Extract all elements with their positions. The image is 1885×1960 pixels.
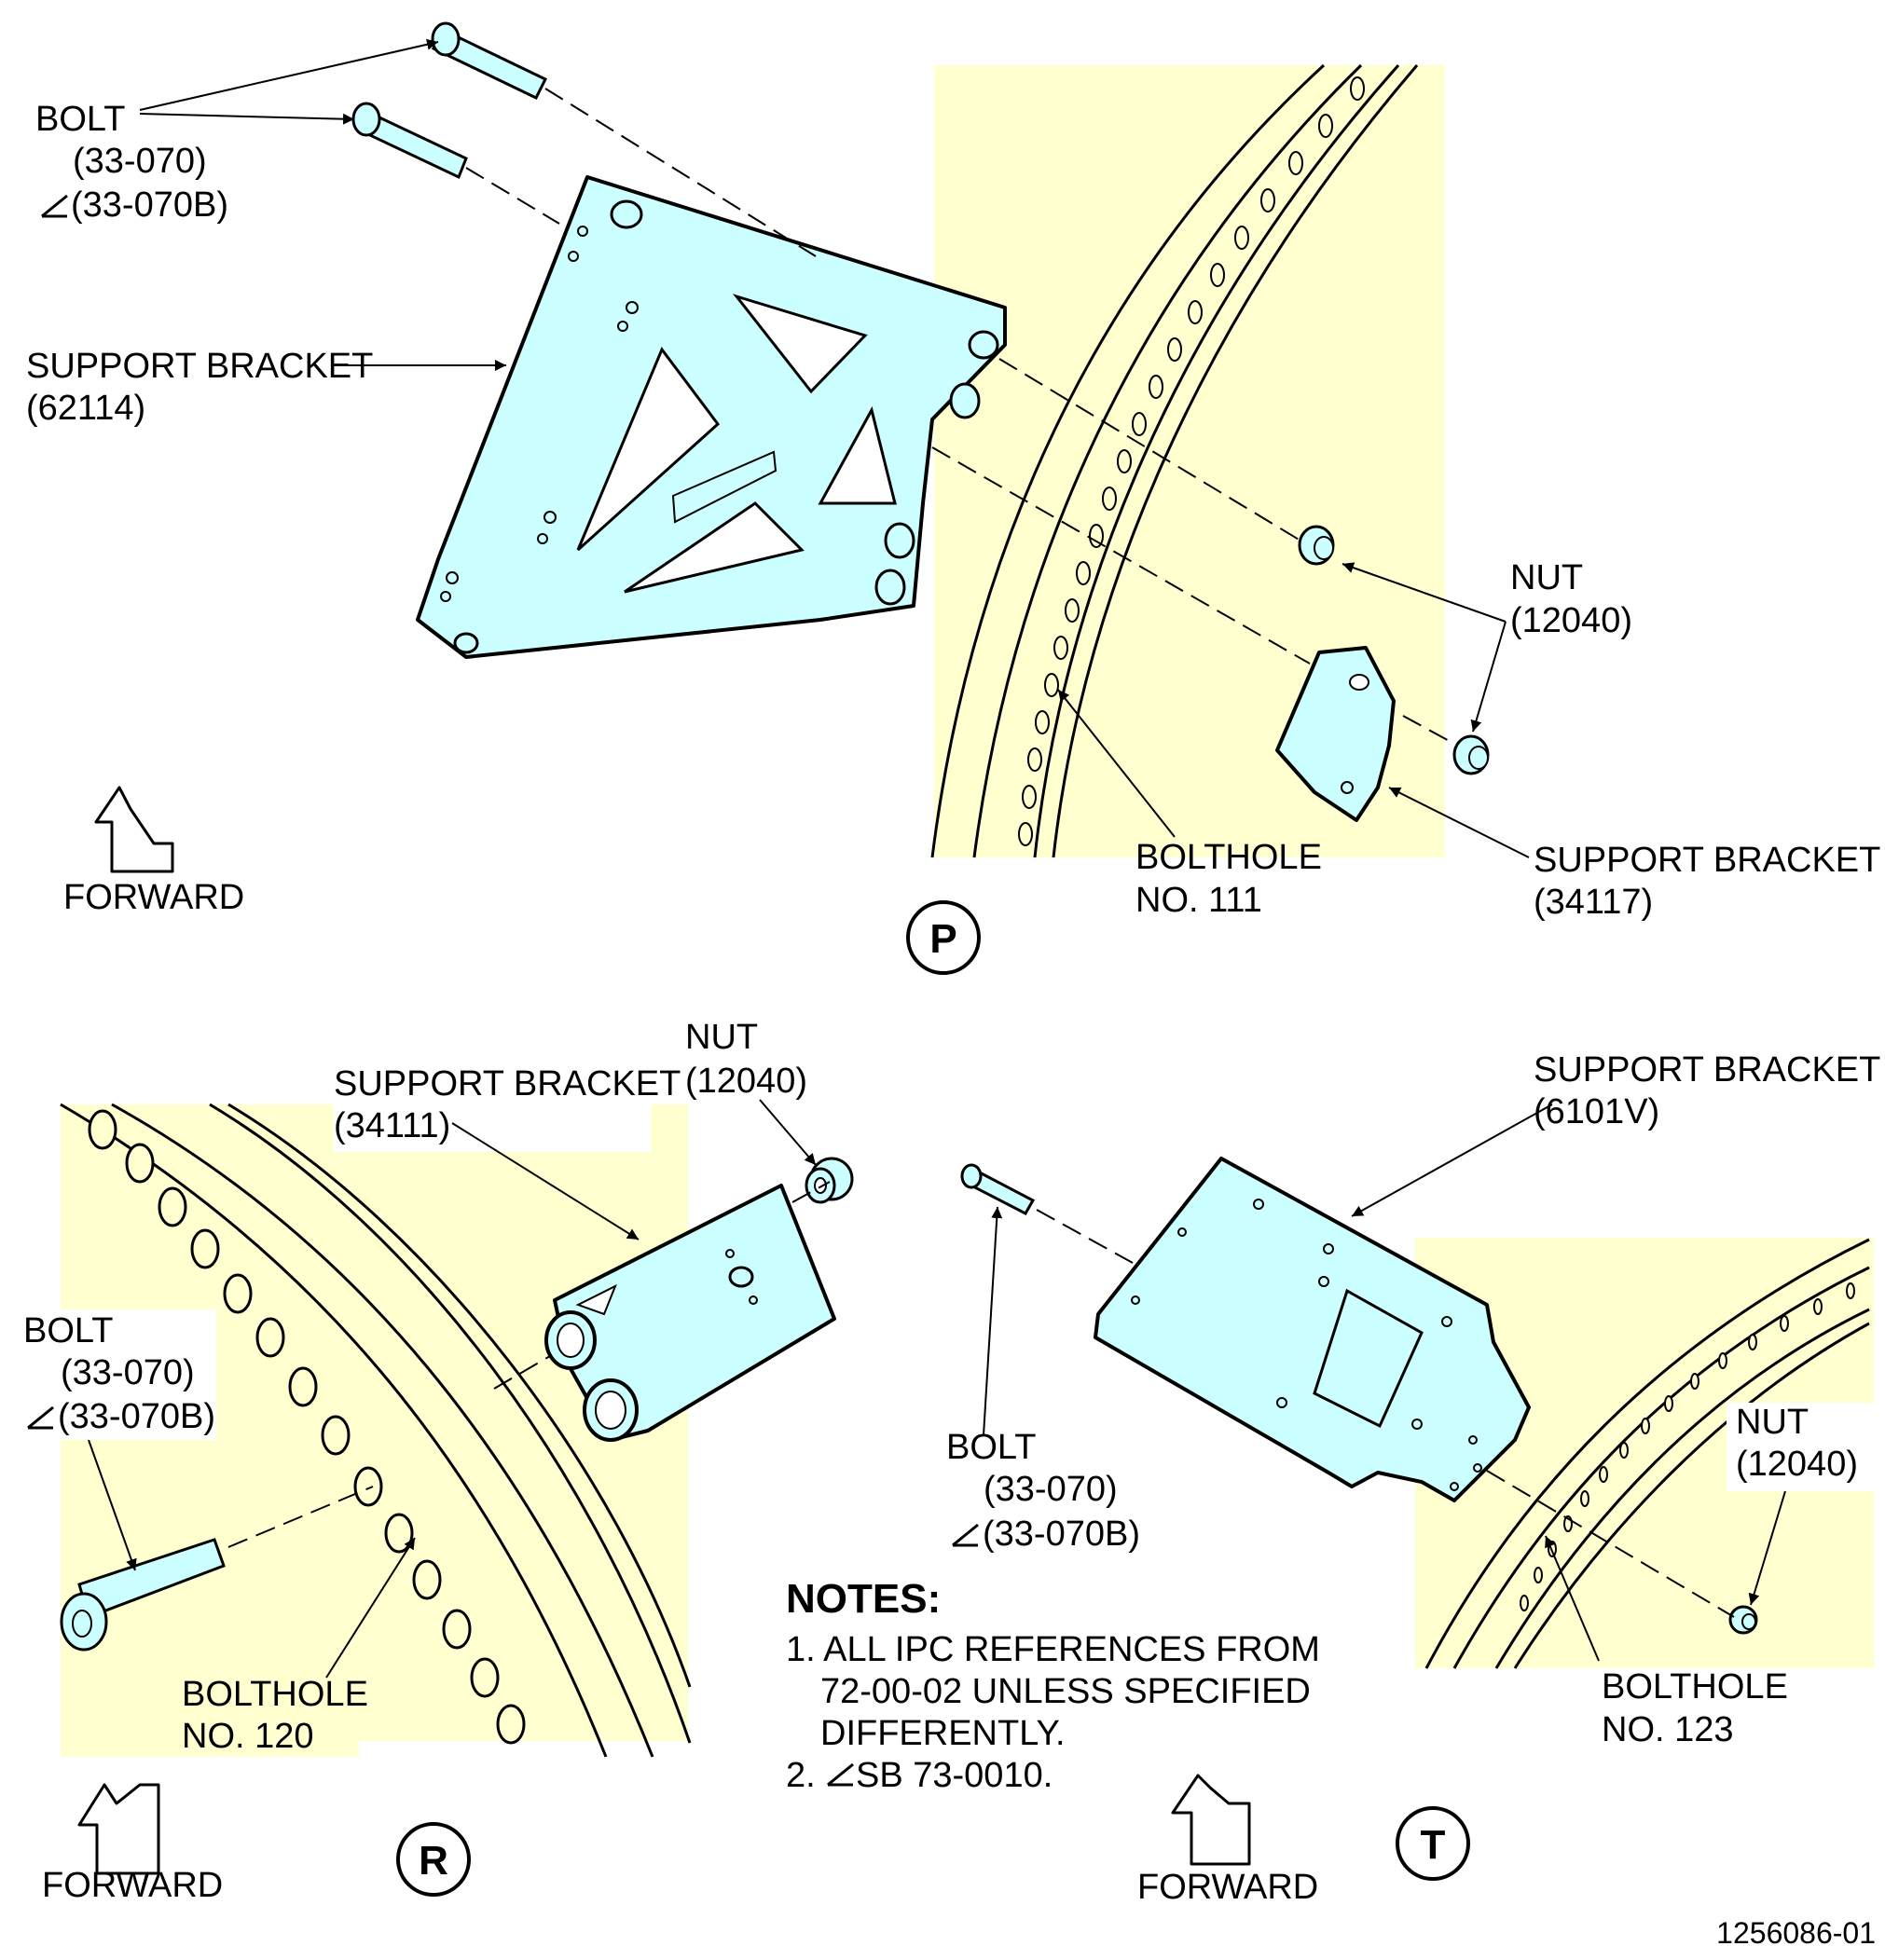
view-t: SUPPORT BRACKET (6101V) BOLT (33-070) (3… [946, 1050, 1880, 1907]
centerlines-r [227, 1181, 831, 1548]
label-mask-nut-t [1727, 1403, 1876, 1491]
nut-ref-t: (12040) [1736, 1445, 1858, 1484]
view-r: SUPPORT BRACKET (34111) NUT (12040) BOLT… [21, 1018, 854, 1905]
note-1-line-1: 1. ALL IPC REFERENCES FROM [786, 1630, 1320, 1669]
view-p-letter: P [929, 916, 956, 962]
nut-ref-p: (12040) [1510, 601, 1632, 640]
forward-label-p: FORWARD [63, 878, 244, 917]
figure-number: 1256086-01 [1716, 1916, 1876, 1950]
sb-triangle-icon [952, 1523, 979, 1547]
label-mask-bolt-r [21, 1309, 216, 1440]
bolthole-number-t: NO. 123 [1602, 1710, 1734, 1749]
view-t-letter: T [1421, 1822, 1446, 1868]
support-bracket-34111-label: SUPPORT BRACKET [334, 1064, 681, 1103]
bolt-ref-alt-t: (33-070B) [983, 1515, 1140, 1554]
nut-p-upper [1298, 525, 1335, 566]
leaders-p [139, 38, 1530, 858]
support-bracket-34117-ref: (34117) [1534, 883, 1653, 922]
sb-triangle-icon [27, 1405, 54, 1430]
support-bracket-34111 [544, 1184, 836, 1442]
nut-p-lower [1452, 734, 1490, 775]
note-2-number: 2. [786, 1756, 816, 1795]
bolt-p-lower [351, 102, 468, 180]
view-r-letter: R [419, 1838, 448, 1884]
view-p: BOLT (33-070) (33-070B) SUPPORT BRACKET … [26, 21, 1880, 975]
engine-flange-p [930, 63, 1419, 858]
forward-label-r: FORWARD [42, 1866, 223, 1905]
bolt-ref-alt-p: (33-070B) [71, 185, 228, 225]
label-mask-bolthole-t [1596, 1668, 1787, 1757]
sb-triangle-icon [827, 1762, 854, 1787]
engine-flange-r [60, 1103, 692, 1758]
forward-label-t: FORWARD [1137, 1868, 1318, 1907]
leaders-t [983, 1103, 1786, 1662]
support-bracket-62114-label: SUPPORT BRACKET [26, 347, 373, 386]
support-bracket-6101v [1094, 1157, 1531, 1502]
view-t-badge [1396, 1806, 1470, 1881]
bolt-label-t: BOLT [946, 1428, 1036, 1467]
support-bracket-34111-ref: (34111) [334, 1106, 450, 1145]
support-bracket-62114 [416, 175, 1007, 659]
forward-arrow-icon-p [94, 786, 174, 873]
leaders-r [88, 1099, 817, 1679]
bolt-ref-r: (33-070) [61, 1353, 195, 1392]
nut-label-p: NUT [1510, 558, 1583, 597]
notes-heading: NOTES: [786, 1576, 941, 1622]
view-p-badge [906, 900, 981, 975]
forward-arrow-icon-t [1171, 1774, 1251, 1866]
bolthole-number-r: NO. 120 [182, 1717, 314, 1756]
bolthole-number-p: NO. 111 [1135, 881, 1262, 920]
sb-triangle-icon [41, 194, 68, 218]
note-1-line-3: DIFFERENTLY. [820, 1714, 1066, 1753]
bolt-label-r: BOLT [23, 1311, 113, 1350]
centerlines-p [465, 88, 1455, 745]
support-bracket-6101v-ref: (6101V) [1534, 1092, 1659, 1131]
view-r-badge [396, 1822, 471, 1897]
forward-arrow-icon-r [77, 1783, 160, 1875]
centerlines-t [1036, 1209, 1735, 1618]
bolt-ref-alt-r: (33-070B) [58, 1397, 215, 1436]
nut-ref-r: (12040) [685, 1062, 807, 1101]
flange-boltholes-p [1018, 76, 1365, 846]
bolthole-label-t: BOLTHOLE [1602, 1667, 1788, 1706]
nut-t [1728, 1605, 1758, 1635]
bolt-p-upper [431, 21, 548, 100]
nut-label-r: NUT [685, 1018, 758, 1057]
bolthole-label-r: BOLTHOLE [182, 1675, 368, 1714]
nut-label-t: NUT [1736, 1403, 1809, 1442]
support-bracket-34117 [1275, 646, 1396, 822]
support-bracket-62114-ref: (62114) [26, 389, 145, 428]
bolt-ref-t: (33-070) [984, 1470, 1118, 1509]
bolt-t [960, 1163, 1036, 1215]
label-mask-r [334, 1072, 651, 1152]
support-bracket-6101v-label: SUPPORT BRACKET [1534, 1050, 1880, 1090]
bolt-r [60, 1538, 226, 1652]
note-2-text: SB 73-0010. [856, 1756, 1053, 1795]
engine-flange-t [1424, 1238, 1870, 1669]
nut-r [805, 1157, 854, 1204]
note-1-line-2: 72-00-02 UNLESS SPECIFIED [820, 1672, 1311, 1711]
bolt-ref-p: (33-070) [73, 142, 207, 181]
bolthole-label-p: BOLTHOLE [1135, 838, 1322, 877]
support-bracket-34117-label: SUPPORT BRACKET [1534, 841, 1880, 880]
bolt-label-p: BOLT [35, 100, 125, 139]
flange-boltholes-t [1520, 1282, 1855, 1611]
notes-block: NOTES: 1. ALL IPC REFERENCES FROM 72-00-… [786, 1576, 1320, 1795]
